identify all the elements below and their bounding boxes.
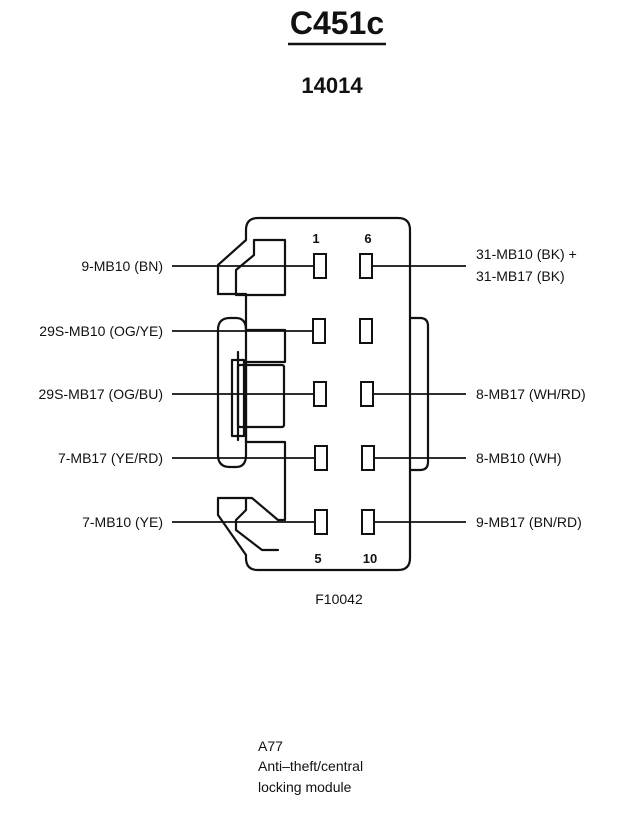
pin-cavity-2 (312, 318, 326, 344)
figure-code: F10042 (315, 591, 363, 607)
wire-label-pin-6-line1: 31-MB10 (BK) + (476, 246, 577, 262)
wire-label-pin-1: 9-MB10 (BN) (81, 258, 163, 274)
pin-cavity-5 (314, 509, 328, 535)
component-code: A77 (258, 738, 283, 754)
wire-label-pin-9: 8-MB10 (WH) (476, 450, 562, 466)
pin-number-5: 5 (314, 551, 321, 566)
wire-label-pin-8: 8-MB17 (WH/RD) (476, 386, 586, 402)
pin-cavity-9 (361, 445, 375, 471)
wire-label-pin-6-line2: 31-MB17 (BK) (476, 268, 565, 284)
pin-cavity-4 (314, 445, 328, 471)
wire-label-pin-4: 7-MB17 (YE/RD) (58, 450, 163, 466)
pin-cavity-10 (361, 509, 375, 535)
part-number: 14014 (301, 73, 363, 98)
pin-number-6: 6 (364, 231, 371, 246)
pin-number-1: 1 (312, 231, 319, 246)
pin-cavity-1 (313, 253, 327, 279)
pin-number-10: 10 (363, 551, 377, 566)
component-name-line1: Anti–theft/central (258, 758, 363, 774)
pin-cavity-7 (359, 318, 373, 344)
connector-title: C451c (290, 5, 384, 41)
pin-cavity-3 (313, 381, 327, 407)
wire-label-pin-10: 9-MB17 (BN/RD) (476, 514, 582, 530)
pin-cavity-8 (360, 381, 374, 407)
connector-housing (216, 216, 430, 572)
pin-cavity-6 (359, 253, 373, 279)
wire-label-pin-2: 29S-MB10 (OG/YE) (39, 323, 163, 339)
wire-label-pin-3: 29S-MB17 (OG/BU) (39, 386, 163, 402)
wire-label-pin-5: 7-MB10 (YE) (82, 514, 163, 530)
component-name-line2: locking module (258, 779, 352, 795)
